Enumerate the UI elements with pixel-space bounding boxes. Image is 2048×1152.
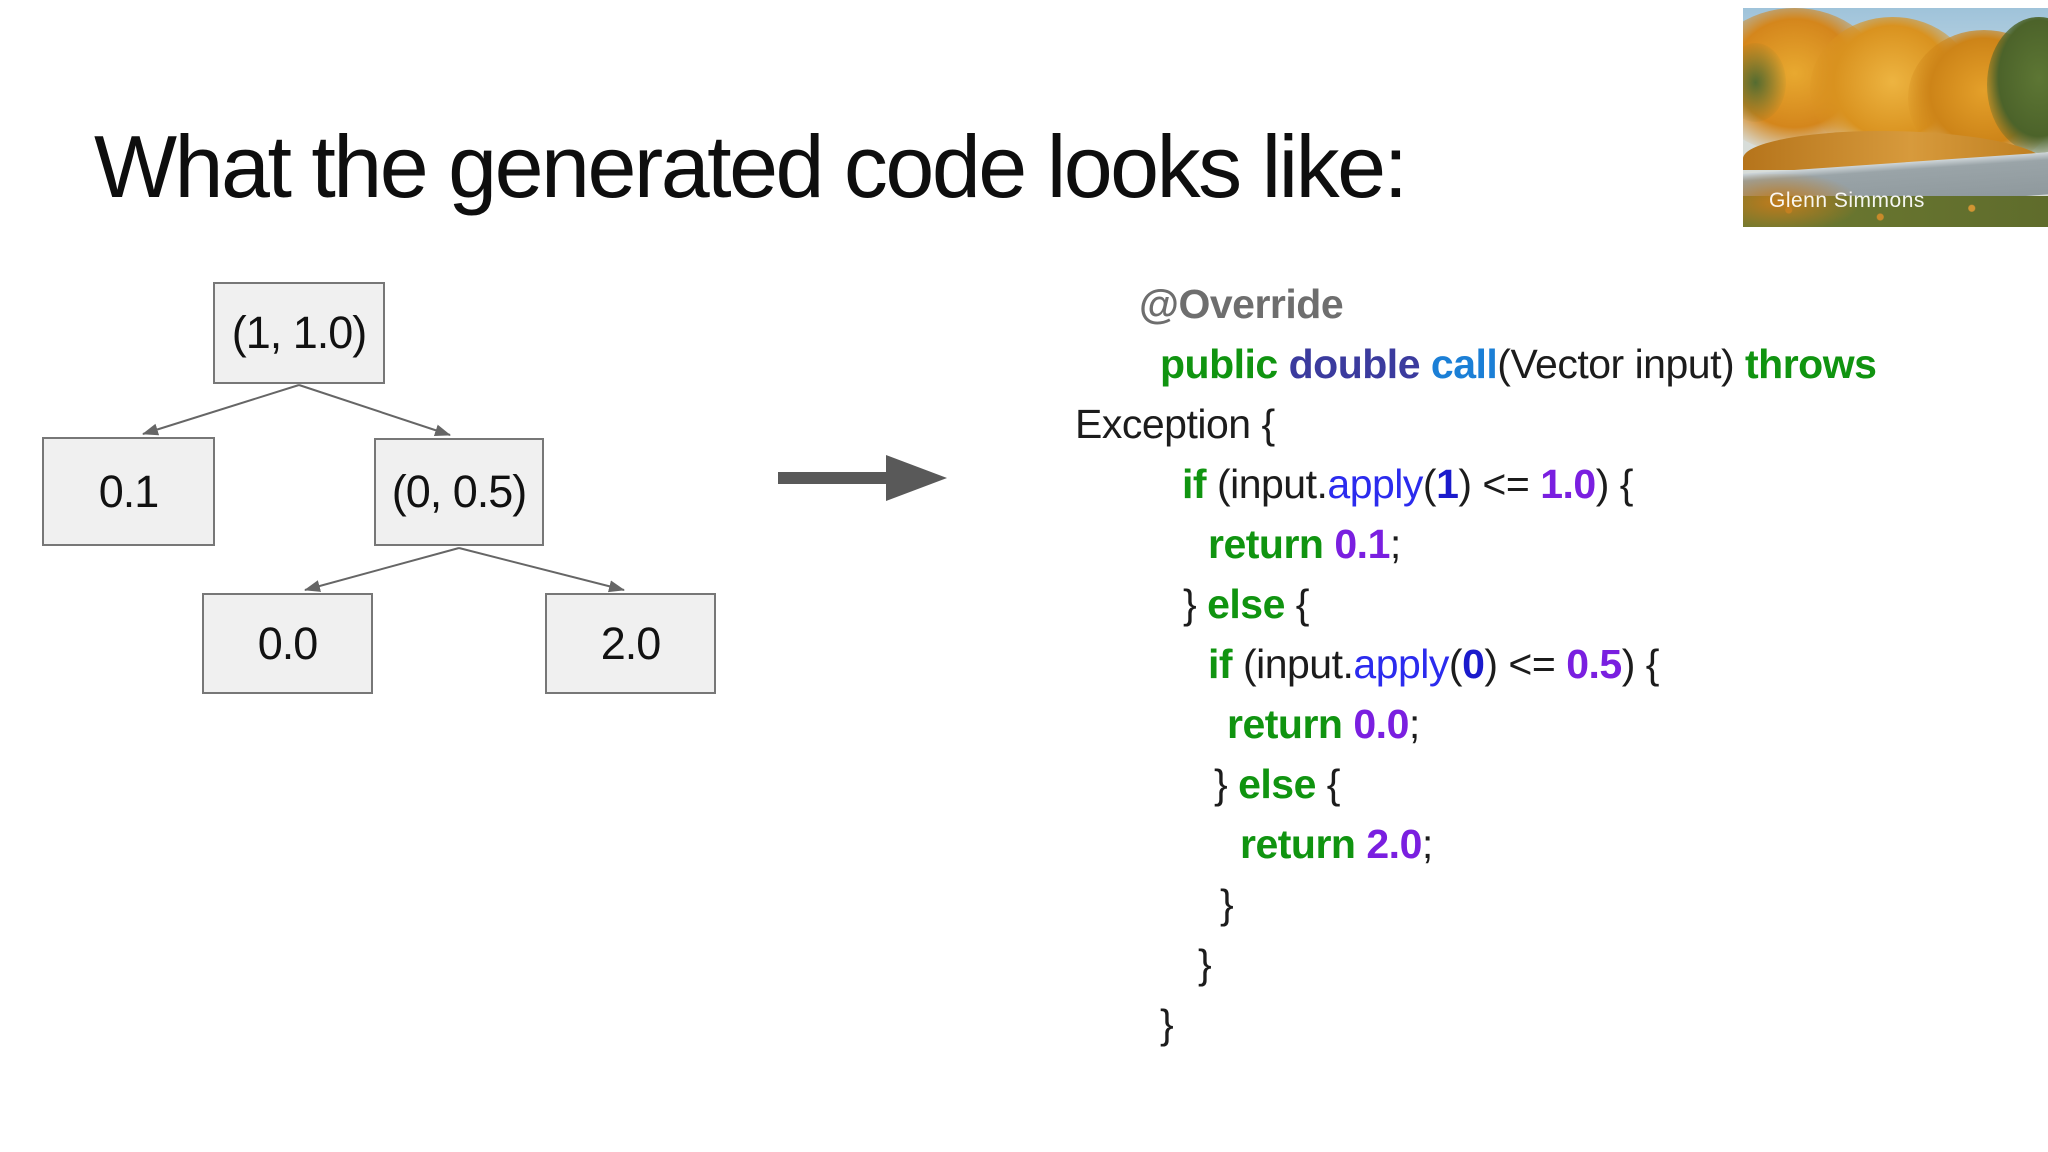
code-line: return 2.0; <box>1075 814 2035 874</box>
fallen-leaves-shape <box>1743 174 1856 227</box>
tree-node-right-right: 2.0 <box>545 593 716 694</box>
code-token: 1 <box>1436 461 1459 507</box>
edge-root-right <box>298 384 451 436</box>
code-line: Exception { <box>1075 394 2035 454</box>
edge-right-right <box>458 547 625 593</box>
code-token <box>1420 341 1431 387</box>
photo-credit: Glenn Simmons <box>1769 189 1925 212</box>
code-token: else <box>1238 761 1316 807</box>
code-token: ; <box>1408 701 1420 747</box>
code-token: (input. <box>1206 461 1328 507</box>
code-token: (input. <box>1232 641 1354 687</box>
code-token: ; <box>1421 821 1433 867</box>
code-token: public <box>1160 341 1278 387</box>
code-token: } <box>1160 1001 1174 1047</box>
code-line: public double call(Vector input) throws <box>1075 334 2035 394</box>
autumn-photo: Glenn Simmons <box>1743 8 2048 227</box>
code-token: ; <box>1389 521 1401 567</box>
code-line: if (input.apply(0) <= 0.5) { <box>1075 634 2035 694</box>
code-token: { <box>1315 761 1341 807</box>
code-token: 0.1 <box>1334 521 1390 567</box>
tree-node-right: (0, 0.5) <box>374 438 544 546</box>
tree-node-right-left: 0.0 <box>202 593 373 694</box>
code-token <box>1323 521 1334 567</box>
edge-root-left <box>142 384 300 436</box>
code-token: 2.0 <box>1366 821 1422 867</box>
code-token: return <box>1240 821 1356 867</box>
code-token: 0 <box>1462 641 1485 687</box>
right-arrow-icon <box>778 455 947 501</box>
code-token: 0.5 <box>1566 641 1622 687</box>
code-token: apply <box>1353 641 1449 687</box>
code-token: if <box>1208 641 1233 687</box>
code-token: ) { <box>1595 461 1634 507</box>
code-token: ) <= <box>1458 461 1541 507</box>
code-token: ( <box>1448 641 1463 687</box>
code-line: } else { <box>1075 574 2035 634</box>
code-line: return 0.1; <box>1075 514 2035 574</box>
code-line: if (input.apply(1) <= 1.0) { <box>1075 454 2035 514</box>
code-token: return <box>1227 701 1343 747</box>
code-line: @Override <box>1075 274 2035 334</box>
page-title: What the generated code looks like: <box>94 117 1408 216</box>
code-token: return <box>1208 521 1324 567</box>
code-token: } <box>1183 581 1208 627</box>
code-block: @Override public double call(Vector input… <box>1075 274 2035 1054</box>
code-token: 1.0 <box>1540 461 1596 507</box>
code-token: throws <box>1745 341 1877 387</box>
tree-node-root: (1, 1.0) <box>213 282 385 384</box>
code-token: ( <box>1422 461 1437 507</box>
code-token <box>1278 341 1289 387</box>
code-line: } <box>1075 934 2035 994</box>
code-token: call <box>1430 341 1498 387</box>
code-token: { <box>1284 581 1310 627</box>
code-token: (Vector input) <box>1497 341 1746 387</box>
code-token: 0.0 <box>1353 701 1409 747</box>
code-token <box>1342 701 1353 747</box>
code-token: if <box>1182 461 1207 507</box>
code-token: else <box>1207 581 1285 627</box>
code-token: } <box>1198 941 1212 987</box>
code-token: } <box>1214 761 1239 807</box>
edge-right-left <box>304 547 460 592</box>
code-line: } <box>1075 994 2035 1054</box>
code-token: ) <= <box>1484 641 1567 687</box>
code-token: double <box>1288 341 1421 387</box>
code-line: } else { <box>1075 754 2035 814</box>
code-token: } <box>1220 881 1234 927</box>
code-token: @Override <box>1139 281 1344 327</box>
code-token <box>1355 821 1366 867</box>
code-token: ) { <box>1621 641 1660 687</box>
tree-node-left: 0.1 <box>42 437 215 546</box>
code-line: } <box>1075 874 2035 934</box>
code-token: apply <box>1327 461 1423 507</box>
code-token: Exception { <box>1075 401 1275 447</box>
code-line: return 0.0; <box>1075 694 2035 754</box>
